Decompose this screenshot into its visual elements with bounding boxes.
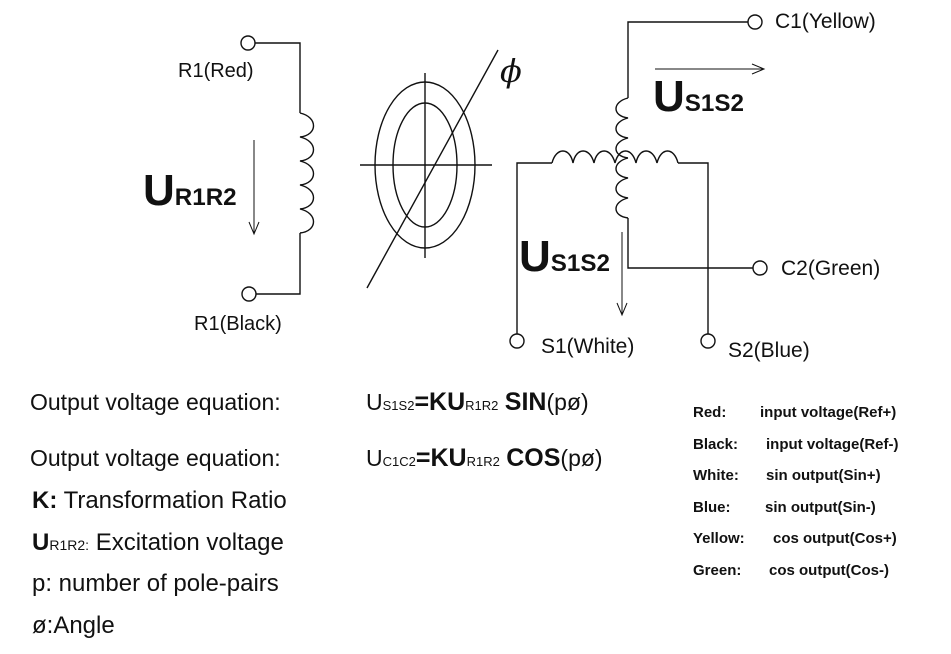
c1-lead: [627, 21, 748, 98]
u-s1s2-top-main: U: [653, 72, 685, 121]
s2-lead: [678, 162, 709, 334]
eq2-fn: COS: [506, 444, 561, 472]
c2-terminal: [752, 260, 768, 276]
legend-value-red: input voltage(Ref+): [760, 404, 897, 421]
legend-row-white: White: sin output(Sin+): [693, 467, 899, 499]
cos-coil-lower: [615, 157, 629, 219]
legend-key-blue: Blue:: [693, 498, 731, 516]
s1-terminal: [509, 333, 525, 349]
label-r1-black: R1(Black): [194, 313, 282, 335]
equation-2: UC1C2=KUR1R2 COS(pø): [366, 444, 603, 473]
u-s1s2-mid-arrow-head: [616, 302, 628, 317]
phi-symbol: ϕ: [500, 52, 522, 90]
legend-value-yellow: cos output(Cos+): [773, 530, 897, 547]
legend-row-black: Black: input voltage(Ref-): [693, 436, 899, 468]
note-angle: ø:Angle: [32, 611, 115, 639]
note-k-key: K:: [32, 487, 58, 514]
legend-value-white: sin output(Sin+): [766, 467, 881, 484]
note-k-text: Transformation Ratio: [57, 487, 287, 514]
legend-key-green: Green:: [693, 561, 742, 579]
eq1-mid-sub: R1R2: [465, 398, 499, 413]
sin-coil: [551, 150, 679, 164]
note-k: K: Transformation Ratio: [32, 487, 287, 529]
label-r1-red: R1(Red): [178, 60, 254, 82]
cos-coil-upper: [615, 97, 629, 159]
u-r1r2-main: U: [143, 166, 175, 215]
u-s1s2-top-label: US1S2: [653, 72, 744, 122]
legend-row-red: Red: input voltage(Ref+): [693, 404, 899, 436]
equation-2-label: Output voltage equation:: [30, 445, 281, 471]
legend-key-red: Red:: [693, 404, 727, 421]
eq1-u: U: [366, 389, 383, 415]
legend-row-green: Green: cos output(Cos-): [693, 562, 899, 594]
u-r1r2-label: UR1R2: [143, 166, 237, 216]
legend-row-yellow: Yellow: cos output(Cos+): [693, 530, 899, 562]
legend-key-black: Black:: [693, 435, 739, 453]
u-r1r2-sub: R1R2: [174, 184, 237, 211]
definitions: K: Transformation Ratio UR1R2: Excitatio…: [32, 487, 287, 653]
note-u-text: Excitation voltage: [89, 528, 284, 556]
r1-lead-bottom: [256, 233, 301, 295]
eq2-arg: (pø): [560, 445, 603, 471]
eq1-fn: SIN: [504, 388, 547, 416]
r1-top-terminal: [240, 35, 256, 51]
eq2-mid-sub: R1R2: [466, 454, 500, 469]
u-s1s2-mid-label: US1S2: [519, 232, 610, 282]
legend-key-yellow: Yellow:: [693, 530, 745, 547]
label-c2-green: C2(Green): [781, 257, 881, 280]
label-s1-white: S1(White): [541, 335, 635, 358]
note-u-main: U: [32, 528, 50, 556]
u-s1s2-mid-sub: S1S2: [550, 250, 610, 277]
r1-lead-top: [255, 42, 301, 113]
eq2-u: U: [366, 445, 383, 471]
wire-color-legend: Red: input voltage(Ref+) Black: input volt…: [693, 404, 899, 593]
note-p: p: number of pole-pairs: [32, 570, 279, 597]
label-s2-blue: S2(Blue): [728, 339, 810, 362]
equation-1-label: Output voltage equation:: [30, 389, 281, 415]
u-s1s2-mid-main: U: [519, 232, 551, 281]
r1-coil: [299, 112, 315, 234]
legend-value-green: cos output(Cos-): [769, 561, 889, 579]
s1-lead: [516, 162, 552, 334]
eq1-arg: (pø): [546, 389, 589, 415]
resolver-diagram: [240, 14, 768, 349]
label-c1-yellow: C1(Yellow): [775, 10, 876, 33]
eq1-mid: =KU: [414, 388, 466, 416]
legend-row-blue: Blue: sin output(Sin-): [693, 499, 899, 531]
c1-terminal: [747, 14, 763, 30]
c2-lead: [627, 218, 753, 269]
eq1-u-sub: S1S2: [382, 398, 415, 413]
u-s1s2-top-sub: S1S2: [684, 90, 744, 117]
r1-bottom-terminal: [241, 286, 257, 302]
equation-1: US1S2=KUR1R2 SIN(pø): [366, 388, 589, 417]
legend-value-blue: sin output(Sin-): [765, 498, 876, 516]
u-s1s2-top-arrow-head: [751, 63, 766, 75]
flux-line: [366, 49, 499, 289]
note-u: UR1R2: Excitation voltage: [32, 529, 287, 571]
u-r1r2-arrow-head: [248, 221, 260, 236]
legend-key-white: White:: [693, 467, 739, 484]
legend-value-black: input voltage(Ref-): [766, 435, 899, 453]
note-u-sub: R1R2:: [49, 536, 90, 553]
eq2-mid: =KU: [415, 444, 467, 472]
s2-terminal: [700, 333, 716, 349]
eq2-u-sub: C1C2: [382, 454, 416, 469]
